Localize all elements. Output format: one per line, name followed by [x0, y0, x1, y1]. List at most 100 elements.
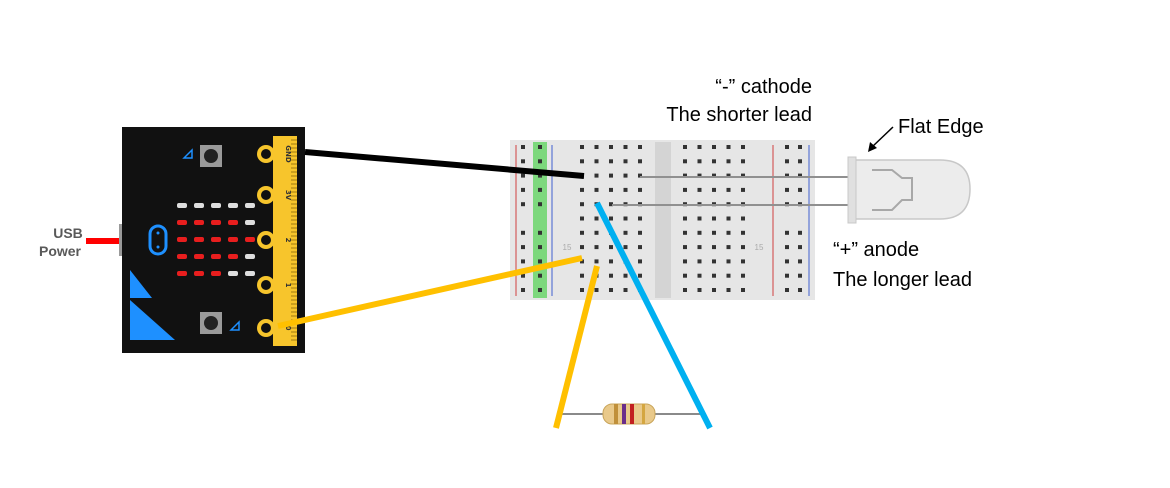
breadboard-hole[interactable] — [580, 245, 584, 250]
breadboard-hole[interactable] — [785, 259, 789, 264]
breadboard-hole[interactable] — [538, 288, 542, 292]
breadboard-hole[interactable] — [594, 159, 599, 164]
breadboard-hole[interactable] — [683, 173, 687, 178]
breadboard-hole[interactable] — [638, 187, 642, 192]
breadboard-hole[interactable] — [623, 187, 628, 192]
breadboard-hole[interactable] — [521, 173, 525, 178]
breadboard-hole[interactable] — [712, 145, 716, 149]
breadboard-hole[interactable] — [683, 216, 687, 221]
breadboard-hole[interactable] — [580, 159, 584, 164]
breadboard-hole[interactable] — [638, 145, 642, 149]
breadboard-hole[interactable] — [712, 187, 716, 192]
breadboard-hole[interactable] — [638, 273, 642, 278]
breadboard-hole[interactable] — [609, 173, 613, 178]
gnd-wire[interactable] — [304, 149, 585, 179]
breadboard-hole[interactable] — [538, 159, 542, 164]
breadboard-hole[interactable] — [726, 173, 731, 178]
breadboard-hole[interactable] — [726, 230, 731, 235]
breadboard-hole[interactable] — [741, 159, 745, 164]
breadboard-hole[interactable] — [594, 216, 599, 221]
pin-1[interactable]: 1 — [257, 276, 292, 294]
breadboard-hole[interactable] — [683, 145, 687, 149]
breadboard-hole[interactable] — [726, 216, 731, 221]
breadboard-hole[interactable] — [798, 245, 802, 250]
breadboard-hole[interactable] — [683, 259, 687, 264]
breadboard-hole[interactable] — [580, 187, 584, 192]
breadboard-hole[interactable] — [623, 216, 628, 221]
breadboard-hole[interactable] — [521, 187, 525, 192]
breadboard-hole[interactable] — [798, 173, 802, 178]
breadboard-hole[interactable] — [623, 273, 628, 278]
breadboard-hole[interactable] — [741, 173, 745, 178]
breadboard-hole[interactable] — [538, 230, 542, 235]
breadboard-hole[interactable] — [638, 159, 642, 164]
breadboard-hole[interactable] — [609, 159, 613, 164]
breadboard-hole[interactable] — [785, 273, 789, 278]
breadboard-hole[interactable] — [697, 173, 702, 178]
breadboard-hole[interactable] — [798, 145, 802, 149]
breadboard-hole[interactable] — [712, 173, 716, 178]
breadboard-hole[interactable] — [697, 187, 702, 192]
breadboard-hole[interactable] — [594, 145, 599, 149]
breadboard-hole[interactable] — [697, 245, 702, 250]
breadboard-hole[interactable] — [521, 159, 525, 164]
breadboard-hole[interactable] — [741, 259, 745, 264]
breadboard-hole[interactable] — [638, 216, 642, 221]
breadboard-hole[interactable] — [594, 288, 599, 292]
breadboard-hole[interactable] — [623, 245, 628, 250]
breadboard-hole[interactable] — [798, 273, 802, 278]
breadboard-hole[interactable] — [798, 187, 802, 192]
breadboard-hole[interactable] — [609, 187, 613, 192]
pin-2[interactable]: 2 — [257, 231, 292, 249]
breadboard-hole[interactable] — [521, 259, 525, 264]
breadboard-hole[interactable] — [712, 273, 716, 278]
breadboard-hole[interactable] — [538, 187, 542, 192]
breadboard-hole[interactable] — [594, 230, 599, 235]
breadboard-hole[interactable] — [521, 288, 525, 292]
breadboard-hole[interactable] — [580, 216, 584, 221]
breadboard-hole[interactable] — [683, 273, 687, 278]
breadboard-hole[interactable] — [609, 202, 613, 207]
breadboard-hole[interactable] — [785, 230, 789, 235]
breadboard-hole[interactable] — [580, 145, 584, 149]
breadboard-hole[interactable] — [785, 173, 789, 178]
breadboard-hole[interactable] — [609, 145, 613, 149]
breadboard-hole[interactable] — [741, 273, 745, 278]
breadboard-hole[interactable] — [609, 245, 613, 250]
breadboard-hole[interactable] — [538, 173, 542, 178]
breadboard-hole[interactable] — [683, 230, 687, 235]
breadboard-hole[interactable] — [785, 159, 789, 164]
breadboard-hole[interactable] — [638, 173, 642, 178]
breadboard-hole[interactable] — [785, 145, 789, 149]
breadboard-hole[interactable] — [623, 173, 628, 178]
breadboard-hole[interactable] — [683, 288, 687, 292]
breadboard-hole[interactable] — [798, 259, 802, 264]
breadboard-hole[interactable] — [785, 245, 789, 250]
breadboard-hole[interactable] — [538, 202, 542, 207]
breadboard-hole[interactable] — [594, 245, 599, 250]
breadboard-hole[interactable] — [521, 145, 525, 149]
breadboard-hole[interactable] — [594, 259, 599, 264]
breadboard-hole[interactable] — [785, 288, 789, 292]
breadboard-hole[interactable] — [623, 288, 628, 292]
resistor-yellow-wire[interactable] — [553, 265, 600, 429]
breadboard-hole[interactable] — [785, 187, 789, 192]
breadboard-hole[interactable] — [697, 159, 702, 164]
breadboard-hole[interactable] — [580, 202, 584, 207]
breadboard-hole[interactable] — [741, 230, 745, 235]
breadboard-hole[interactable] — [697, 145, 702, 149]
breadboard-hole[interactable] — [580, 259, 584, 264]
breadboard-hole[interactable] — [683, 245, 687, 250]
breadboard-hole[interactable] — [726, 259, 731, 264]
breadboard-hole[interactable] — [623, 159, 628, 164]
breadboard-hole[interactable] — [712, 216, 716, 221]
breadboard-hole[interactable] — [521, 230, 525, 235]
breadboard-hole[interactable] — [623, 230, 628, 235]
breadboard-hole[interactable] — [609, 259, 613, 264]
breadboard-hole[interactable] — [741, 288, 745, 292]
breadboard-hole[interactable] — [538, 273, 542, 278]
breadboard-hole[interactable] — [638, 245, 642, 250]
breadboard-hole[interactable] — [726, 159, 731, 164]
pin-gnd[interactable]: GND — [257, 145, 292, 163]
breadboard-hole[interactable] — [580, 273, 584, 278]
